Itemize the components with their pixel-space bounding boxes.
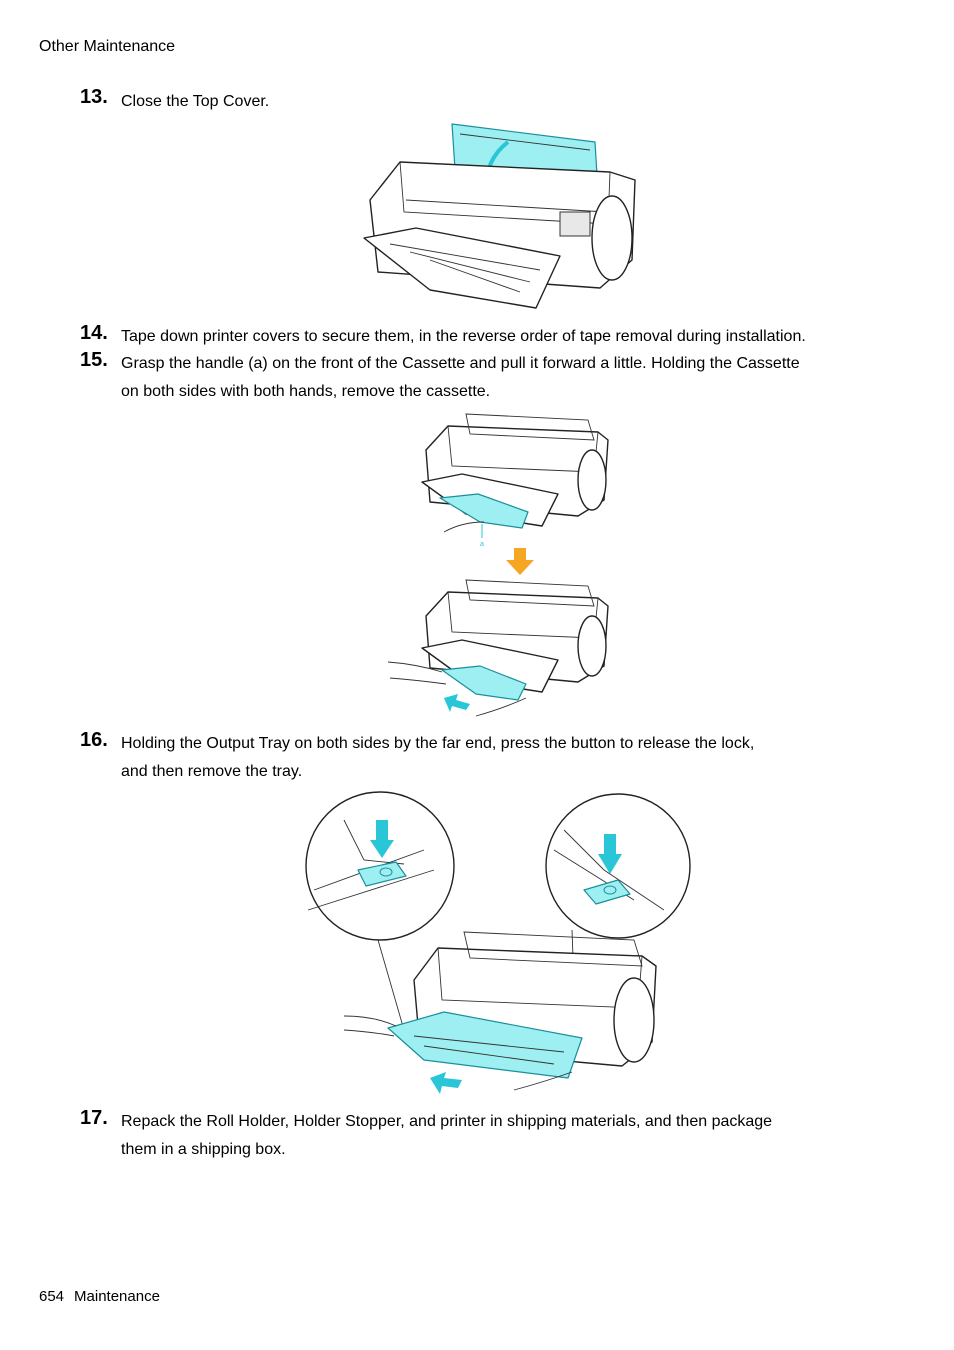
chapter-name: Maintenance <box>74 1288 160 1305</box>
step-13-number: 13. <box>80 86 108 108</box>
cassette-pull-illustration: a <box>421 413 609 548</box>
step-15-text: Grasp the handle (a) on the front of the… <box>121 350 891 406</box>
cassette-highlight <box>441 665 527 701</box>
next-step-arrow-icon <box>506 548 534 575</box>
step-17-number: 17. <box>80 1107 108 1129</box>
right-press-arrow-icon <box>598 854 622 874</box>
step-15-number: 15. <box>80 349 108 371</box>
right-lock-button-highlight <box>583 879 631 905</box>
step-15-line-2: on both sides with both hands, remove th… <box>121 383 491 400</box>
right-zoom-circle <box>545 793 691 939</box>
left-lock-button-highlight <box>357 861 407 887</box>
control-panel <box>559 211 591 237</box>
section-header: Other Maintenance <box>39 38 176 55</box>
step-16-line-1: Holding the Output Tray on both sides by… <box>121 735 755 752</box>
step-17-line-1: Repack the Roll Holder, Holder Stopper, … <box>121 1113 773 1130</box>
page-number: 654 <box>39 1288 65 1305</box>
remove-arrow-icon <box>430 1072 462 1094</box>
step-16-number: 16. <box>80 729 108 751</box>
pull-arrow-icon <box>444 694 470 712</box>
step-14-number: 14. <box>80 322 108 344</box>
step-14-text: Tape down printer covers to secure them,… <box>121 328 806 345</box>
handle-label: a <box>480 541 484 548</box>
output-tray-removal-illustration <box>305 791 691 1094</box>
step-13-text: Close the Top Cover. <box>121 93 270 110</box>
step-17-line-2: them in a shipping box. <box>121 1141 286 1158</box>
roll-cover <box>591 195 633 281</box>
step-17-text: Repack the Roll Holder, Holder Stopper, … <box>121 1108 891 1164</box>
page-footer: 654 Maintenance <box>39 1288 160 1305</box>
roll-cover <box>577 449 607 511</box>
step-16-line-2: and then remove the tray. <box>121 763 303 780</box>
left-press-arrow-icon <box>370 840 394 858</box>
roll-cover <box>613 977 655 1063</box>
step-16-text: Holding the Output Tray on both sides by… <box>121 730 891 786</box>
close-top-cover-illustration <box>363 123 636 309</box>
step-15-line-1: Grasp the handle (a) on the front of the… <box>121 355 800 372</box>
cassette-highlight <box>439 493 529 529</box>
roll-cover <box>577 615 607 677</box>
cassette-remove-illustration <box>387 579 609 717</box>
